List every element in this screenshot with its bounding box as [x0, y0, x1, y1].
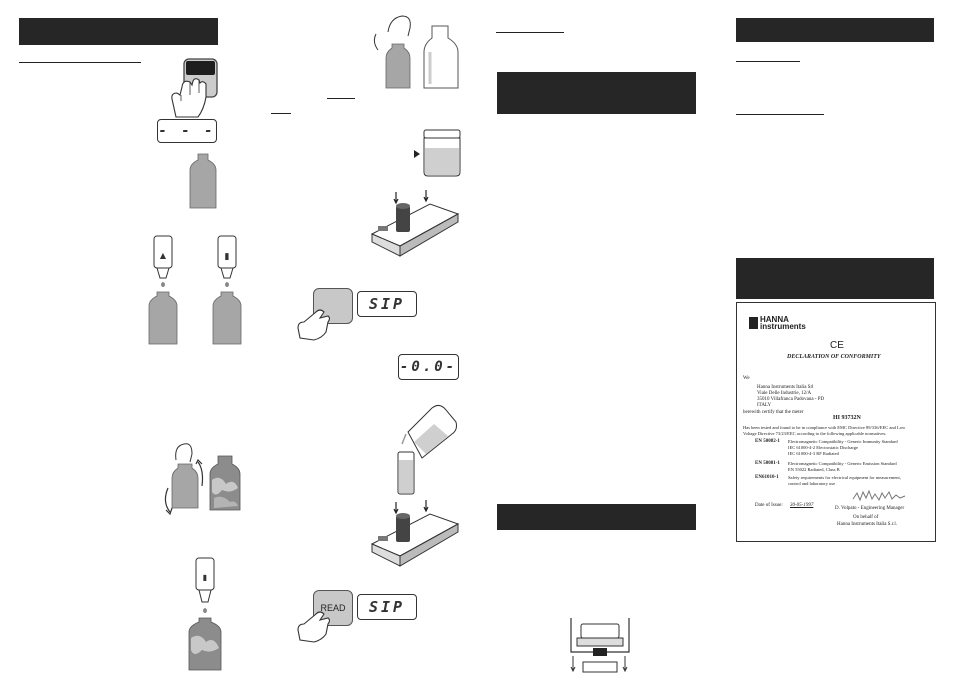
inline-underline: [271, 113, 291, 114]
standard-text: Safety requirements for electrical equip…: [788, 475, 901, 480]
we-label: We: [743, 376, 750, 381]
ce-mark: CE: [830, 340, 844, 351]
compliance-text: Voltage Directive 73/23/EEC according to…: [743, 431, 887, 436]
shake-bottle-illustration: [164, 443, 241, 516]
on-behalf-company: Hanna Instruments Italia S.r.l.: [837, 522, 897, 527]
standard-text: Electromagnetic Compatibility - Generic …: [788, 461, 897, 466]
svg-text:▮: ▮: [225, 252, 230, 262]
display-text: -0.0-: [399, 359, 458, 375]
battery-compartment-illustration: [570, 618, 630, 673]
cuvette-illustration: [414, 129, 461, 177]
display-text: SIP: [368, 598, 406, 616]
address-line: Viale Delle Industrie, 12/A: [757, 391, 812, 396]
pressing-hand-icon: [297, 611, 331, 643]
dropper-into-sample-illustration: ▮: [188, 557, 222, 671]
standard-code: EN61010-1: [755, 475, 779, 480]
signer-name: D. Volpato - Engineering Manager: [835, 506, 905, 511]
company-logo: HANNA instruments: [749, 315, 806, 331]
display-text: - - -: [158, 123, 216, 139]
declaration-heading: DECLARATION OF CONFORMITY: [787, 354, 881, 360]
read-key-label: READ: [320, 603, 346, 613]
meter-display-sip: SIP: [357, 594, 417, 620]
open-bottle-illustration: [373, 15, 459, 89]
svg-text:▲: ▲: [160, 251, 167, 260]
country: ITALY: [757, 403, 772, 408]
meter-model: HI 93732N: [833, 415, 861, 421]
section-header-bar: [497, 504, 696, 530]
standard-text: control and laboratory use: [788, 481, 836, 486]
on-behalf-label: On behalf of: [853, 515, 879, 520]
meter-display-sip: SIP: [357, 291, 417, 317]
reagent-dropper-a-illustration: ▲: [148, 235, 178, 345]
section-header-bar: [497, 72, 696, 114]
meter-display-zero: -0.0-: [398, 354, 459, 380]
standard-text: IEC 61000-4-2 Electrostatic Discharge: [788, 445, 859, 450]
subheading-underline: [496, 32, 564, 33]
standard-text: Electromagnetic Compatibility - Generic …: [788, 439, 898, 444]
date-value: 30-05-1997: [790, 503, 814, 508]
signature-image: [852, 489, 906, 502]
inline-underline: [327, 98, 355, 99]
section-header-bar: [19, 18, 218, 45]
address-line: 35010 Villafranca Padovana - PD: [757, 397, 825, 402]
standard-code: EN 50081-1: [755, 461, 780, 466]
section-header-bar: [736, 258, 934, 299]
section-header-bar: [736, 18, 934, 42]
company-name: Hanna Instruments Italia Srl: [757, 385, 814, 390]
sample-bottle-illustration: [189, 153, 217, 209]
display-text: SIP: [368, 295, 406, 313]
svg-text:▮: ▮: [203, 573, 207, 582]
subheading-underline: [736, 114, 824, 115]
standard-code: EN 50082-1: [755, 439, 780, 444]
certify-text: herewith certify that the meter: [743, 410, 804, 415]
declaration-of-conformity: HANNA instruments CE DECLARATION OF CONF…: [736, 302, 936, 542]
meter-display-dashes: - - -: [157, 119, 217, 143]
pour-sample-illustration: [397, 404, 457, 495]
compliance-text: Has been tested and found to be in compl…: [743, 425, 906, 430]
hand-press-key-illustration: [171, 58, 218, 118]
subheading-underline: [19, 62, 141, 63]
subheading-underline: [736, 61, 800, 62]
logo-text: HANNA instruments: [760, 315, 806, 331]
date-label: Date of Issue:: [755, 503, 783, 508]
meter-insert-cuvette-illustration: [370, 190, 460, 257]
logo-mark-icon: [749, 317, 758, 329]
meter-insert-cuvette-illustration: [370, 500, 460, 567]
standard-text: IEC 61000-4-3 RF Radiated: [788, 451, 839, 456]
pressing-hand-icon: [297, 309, 331, 341]
reagent-dropper-b-illustration: ▮: [212, 235, 242, 345]
standard-text: EN 55022 Radiated, Class B: [788, 467, 840, 472]
